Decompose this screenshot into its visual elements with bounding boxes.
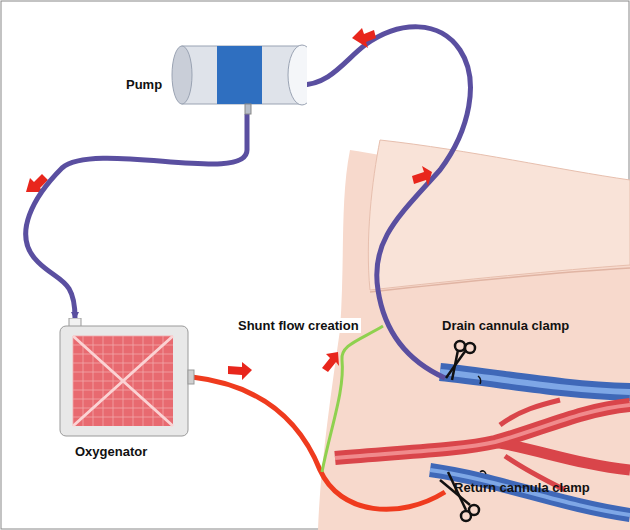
shunt-label: Shunt flow creation — [236, 318, 361, 333]
clamp-label: Return cannula clamp — [452, 480, 592, 495]
shunt-line — [322, 326, 383, 472]
vein — [430, 470, 630, 515]
oxygenator: Oxygenator — [55, 318, 195, 468]
tube-connector — [26, 114, 247, 318]
clamp-symbol — [446, 341, 481, 384]
clamp-label: Drain cannula clamp — [440, 318, 571, 333]
node-label: Oxygenator — [75, 444, 147, 459]
pump: Pump — [122, 32, 307, 122]
clamp-symbol — [440, 471, 486, 521]
node-label: Pump — [126, 77, 162, 92]
vein — [440, 372, 630, 392]
artery — [335, 405, 630, 458]
arm — [368, 140, 630, 290]
return-cannula — [192, 377, 445, 509]
